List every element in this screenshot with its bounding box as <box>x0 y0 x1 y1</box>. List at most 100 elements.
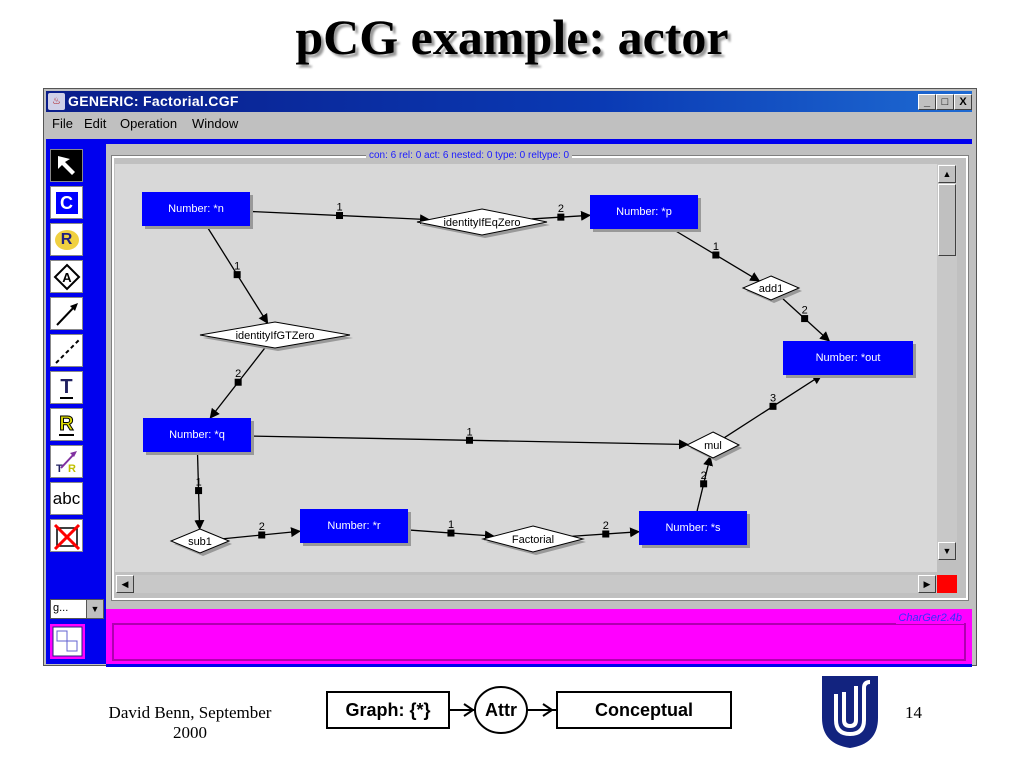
reltype-tool[interactable]: R <box>50 408 83 441</box>
arc-label: 1 <box>466 426 472 438</box>
legend-attr-label: Attr <box>485 700 517 720</box>
message-panel: CharGer2.4b <box>106 609 972 667</box>
concept-n[interactable]: Number: *n <box>142 192 250 226</box>
arc-handle[interactable] <box>447 529 455 537</box>
relation-icon: R <box>54 229 79 250</box>
mode-combo[interactable]: g... ▼ <box>50 599 104 619</box>
arc-handle[interactable] <box>801 315 809 323</box>
arc-handle[interactable] <box>336 212 344 220</box>
svg-text:T: T <box>56 463 63 475</box>
canvas-frame: con: 6 rel: 0 act: 6 nested: 0 type: 0 r… <box>106 144 972 609</box>
arc-label: 2 <box>603 520 609 532</box>
arc-handle[interactable] <box>769 402 777 410</box>
text-tool[interactable]: abc <box>50 482 83 515</box>
arc-handle[interactable] <box>712 251 720 259</box>
close-button[interactable]: X <box>954 94 972 110</box>
concept-tool[interactable]: C <box>50 186 83 219</box>
type-tool[interactable]: T <box>50 371 83 404</box>
arc-handle[interactable] <box>465 436 473 444</box>
actor-sub1[interactable]: sub1 <box>169 528 232 556</box>
arc-label: 1 <box>234 261 240 273</box>
relation-tool[interactable]: R <box>50 223 83 256</box>
coref-tool[interactable] <box>50 334 83 367</box>
actor-label: sub1 <box>188 536 212 548</box>
concept-label: Number: *n <box>168 203 224 215</box>
type-icon: T <box>60 375 73 399</box>
scroll-down-button[interactable]: ▼ <box>938 542 956 560</box>
actor-tool[interactable]: A <box>50 260 83 293</box>
arc-handle[interactable] <box>602 530 610 538</box>
minimize-button[interactable]: _ <box>918 94 936 110</box>
actor-label: add1 <box>759 283 783 295</box>
chevron-down-icon[interactable]: ▼ <box>86 600 103 618</box>
author-line: David Benn, September <box>108 703 272 722</box>
menu-operation[interactable]: Operation <box>120 116 178 131</box>
arrow-line-icon <box>55 302 78 326</box>
vertical-scrollbar[interactable]: ▲ ▼ <box>937 164 957 560</box>
dashed-line-icon <box>54 338 80 364</box>
actor-fact[interactable]: Factorial <box>481 525 586 555</box>
actor-label: mul <box>704 440 722 452</box>
delete-icon <box>53 523 80 550</box>
svg-text:R: R <box>68 463 76 475</box>
concept-label: Number: *r <box>327 520 381 532</box>
maximize-button[interactable]: □ <box>936 94 954 110</box>
window-title: GENERIC: Factorial.CGF <box>68 93 239 109</box>
arc-handle[interactable] <box>700 480 708 488</box>
concept-label: Number: *s <box>665 522 721 534</box>
legend-conceptual-label: Conceptual <box>595 700 693 720</box>
vertical-scroll-thumb[interactable] <box>938 184 956 256</box>
horizontal-scrollbar[interactable]: ◀ ▶ <box>115 575 937 593</box>
legend-conceptual-box <box>556 691 732 729</box>
arc-label: 3 <box>770 392 776 404</box>
select-tool[interactable] <box>50 149 83 182</box>
title-bar[interactable]: ♨ GENERIC: Factorial.CGF _ □ X <box>46 91 972 112</box>
actor-mul[interactable]: mul <box>685 431 742 461</box>
slide-title: pCG example: actor <box>295 9 729 65</box>
arc-label: 1 <box>713 241 719 253</box>
svg-text:A: A <box>62 270 72 285</box>
arc-handle[interactable] <box>258 531 266 539</box>
concept-q[interactable]: Number: *q <box>143 418 251 452</box>
arc-tool[interactable] <box>50 297 83 330</box>
scroll-left-button[interactable]: ◀ <box>116 575 134 593</box>
arc-handle[interactable] <box>234 378 242 386</box>
scroll-right-button[interactable]: ▶ <box>918 575 936 593</box>
university-logo <box>822 676 878 748</box>
actor-diamond-icon: A <box>53 263 80 290</box>
arc-handle[interactable] <box>195 487 203 495</box>
concept-out[interactable]: Number: *out <box>783 341 913 375</box>
layout-icon <box>52 626 83 657</box>
arc-label: 2 <box>701 470 707 482</box>
scroll-up-button[interactable]: ▲ <box>938 165 956 183</box>
actor-eq[interactable]: identityIfEqZero <box>416 208 550 238</box>
actor-label: identityIfGTZero <box>236 330 315 342</box>
message-area <box>112 623 966 661</box>
concept-label: Number: *out <box>815 352 881 364</box>
arc-label: 1 <box>448 519 454 531</box>
arc-label: 2 <box>259 521 265 533</box>
menu-file[interactable]: File <box>52 116 73 131</box>
divider <box>46 139 972 144</box>
concept-p[interactable]: Number: *p <box>590 195 698 229</box>
menu-edit[interactable]: Edit <box>84 116 107 131</box>
app-window: ♨ GENERIC: Factorial.CGF _ □ X File Edit… <box>43 88 977 667</box>
actor-gt[interactable]: identityIfGTZero <box>199 321 353 351</box>
mode-combo-value: g... <box>53 602 69 614</box>
layout-button[interactable] <box>50 624 85 659</box>
version-label: CharGer2.4b <box>896 612 964 624</box>
arc-handle[interactable] <box>557 213 565 221</box>
actor-label: identityIfEqZero <box>443 217 520 229</box>
actor-add1[interactable]: add1 <box>741 275 802 303</box>
arc-handle[interactable] <box>233 271 241 279</box>
concept-label: Number: *q <box>169 429 225 441</box>
delete-tool[interactable] <box>50 519 83 552</box>
concept-r[interactable]: Number: *r <box>300 509 408 543</box>
menu-window[interactable]: Window <box>192 116 239 131</box>
concept-s[interactable]: Number: *s <box>639 511 747 545</box>
